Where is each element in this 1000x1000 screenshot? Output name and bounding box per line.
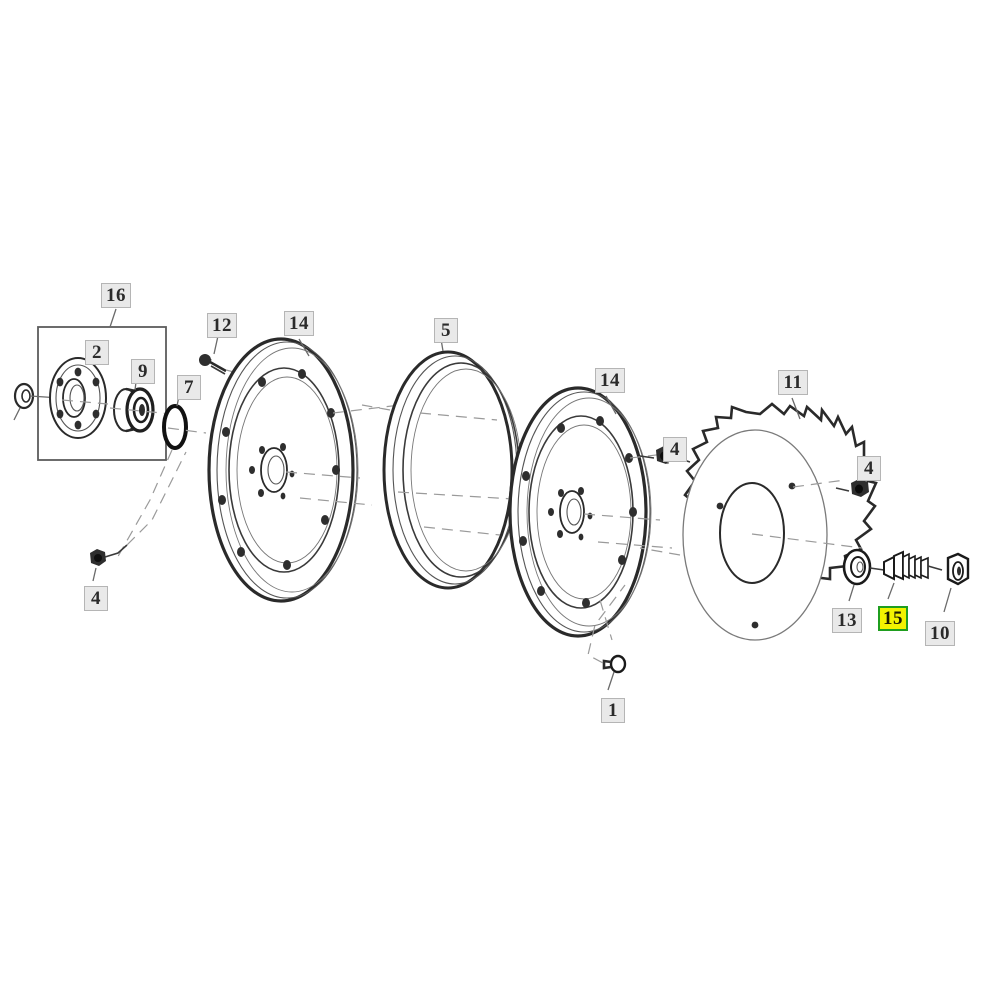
part-pin-1 bbox=[587, 584, 627, 691]
part-hub-2 bbox=[49, 348, 109, 439]
callout-10[interactable]: 10 bbox=[925, 621, 955, 646]
callout-4-mid[interactable]: 4 bbox=[663, 437, 687, 462]
part-washer-13 bbox=[842, 548, 885, 602]
callout-9[interactable]: 9 bbox=[131, 359, 155, 384]
callout-15-highlighted[interactable]: 15 bbox=[878, 606, 908, 631]
callout-4-left[interactable]: 4 bbox=[84, 586, 108, 611]
part-bearing-9 bbox=[109, 373, 173, 433]
callout-13[interactable]: 13 bbox=[832, 608, 862, 633]
part-hexnut-10 bbox=[943, 552, 970, 613]
part-ring-5 bbox=[361, 332, 531, 590]
part-sprocket-11 bbox=[639, 397, 878, 641]
part-flywheel-14-front bbox=[207, 337, 401, 603]
callout-14-rear[interactable]: 14 bbox=[595, 368, 625, 393]
callout-14-front[interactable]: 14 bbox=[284, 311, 314, 336]
callout-5[interactable]: 5 bbox=[434, 318, 458, 343]
part-nut-4-left bbox=[90, 451, 187, 582]
part-flywheel-14-rear bbox=[508, 386, 683, 641]
small-ring-left bbox=[13, 382, 61, 421]
callout-11[interactable]: 11 bbox=[778, 370, 808, 395]
group-box-16 bbox=[37, 308, 167, 461]
callout-12[interactable]: 12 bbox=[207, 313, 237, 338]
callout-1[interactable]: 1 bbox=[601, 698, 625, 723]
callout-7[interactable]: 7 bbox=[177, 375, 201, 400]
part-bolt-12 bbox=[199, 335, 247, 376]
callout-4-right[interactable]: 4 bbox=[857, 456, 881, 481]
callout-2[interactable]: 2 bbox=[85, 340, 109, 365]
part-stud-15 bbox=[883, 550, 943, 600]
callout-16[interactable]: 16 bbox=[101, 283, 131, 308]
